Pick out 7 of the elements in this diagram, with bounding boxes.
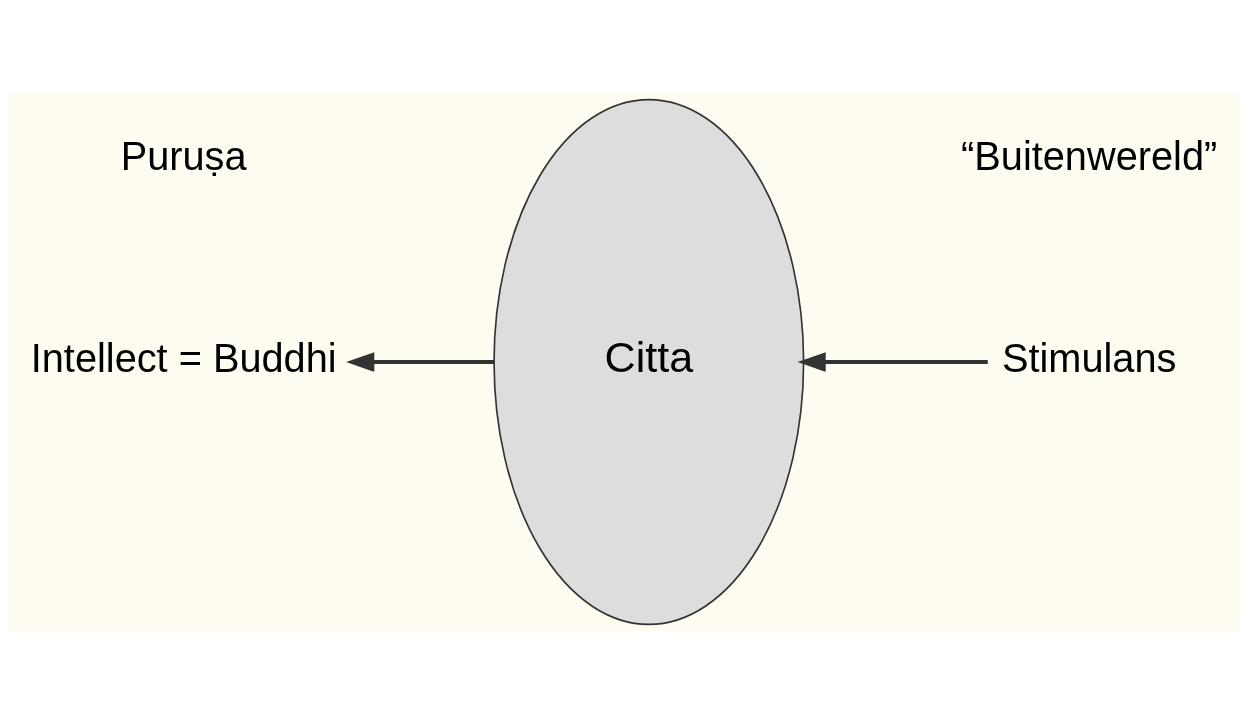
arrow xyxy=(346,352,494,372)
arrow xyxy=(797,352,988,372)
label: “Buitenwereld” xyxy=(961,134,1218,179)
label: Puruṣa xyxy=(120,134,247,179)
node-text: Stimulans xyxy=(1001,336,1177,381)
node-ellipse: Citta xyxy=(493,98,805,626)
node-text: Intellect = Buddhi xyxy=(30,336,337,381)
